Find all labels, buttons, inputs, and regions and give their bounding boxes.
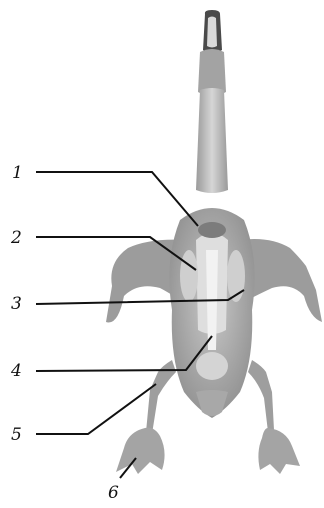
tail [196,390,228,416]
leader-line-1 [36,172,198,226]
neck [196,88,228,193]
right-leg [248,360,274,432]
label-4: 4 [10,361,22,381]
label-3: 3 [11,294,22,314]
beak [203,10,222,53]
left-foot [116,428,165,474]
bird-specimen [106,10,322,474]
label-2: 2 [10,228,22,248]
leader-line-5 [36,384,156,434]
right-foot [258,428,300,474]
label-5: 5 [11,425,22,445]
label-1: 1 [12,163,23,183]
label-6: 6 [108,483,119,503]
